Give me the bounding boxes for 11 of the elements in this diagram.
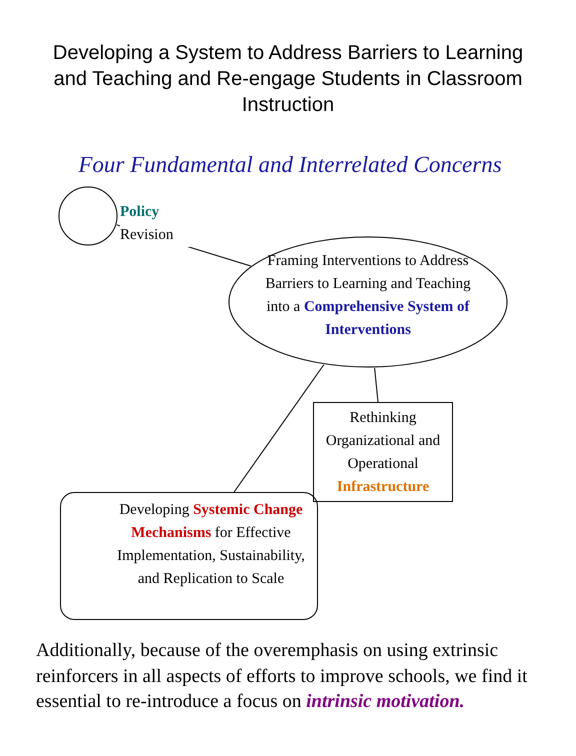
connector-line bbox=[374, 367, 378, 402]
node-text: Developing Systemic Change Mechanisms for Effective Implementation, Sustainability, and Replication to Scale bbox=[116, 501, 306, 589]
node-text: Framing Interventions to Address Barriers to Learning and Teaching into a Comprehensive System of Interventions bbox=[264, 252, 472, 340]
title: Developing a System to Address Barriers to Learning and Teaching and Re-engage Students in Classroom Instruction bbox=[52, 41, 524, 118]
connector-line bbox=[234, 364, 324, 492]
node-text: Rethinking Organizational and Operational Infrastructure bbox=[324, 409, 442, 497]
rounded-box bbox=[60, 492, 318, 620]
note-paragraph: Additionally, because of the overemphasis on using extrinsic reinforcers in all aspects of efforts to improve schools, we find it essential to re-introduce a focus on intrinsic motivation. bbox=[36, 639, 528, 714]
subtitle: Four Fundamental and Interrelated Concerns bbox=[77, 151, 503, 179]
process-box bbox=[313, 402, 453, 502]
ellipse-node bbox=[228, 236, 508, 368]
